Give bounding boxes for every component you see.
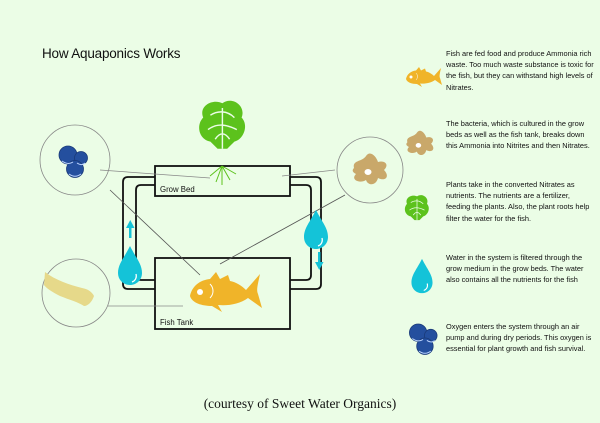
hand-icon [44,272,94,306]
fish-tank-label: Fish Tank [160,318,194,327]
flow-arrow-down [315,252,324,270]
bacteria-callout-circle [336,136,404,204]
water-drop-icon [410,258,434,294]
oxygen-bubbles-icon [58,145,88,178]
bacteria-icon [352,153,387,185]
water-drop-left-icon [117,245,143,286]
oxygen-callout-circle [39,124,111,196]
fish-icon [405,66,442,88]
oxygen-bubbles-icon [408,323,438,355]
credit-caption: (courtesy of Sweet Water Organics) [203,396,397,411]
roots-icon [209,165,237,185]
page-title: How Aquaponics Works [42,46,181,61]
plant-icon [404,194,430,221]
hand-callout-circle [41,258,111,328]
pipe-outer [122,176,155,290]
grow-bed-label: Grow Bed [160,185,195,194]
bacteria-icon [406,130,434,156]
flow-arrow-up [126,220,135,238]
plant-icon [198,99,246,150]
